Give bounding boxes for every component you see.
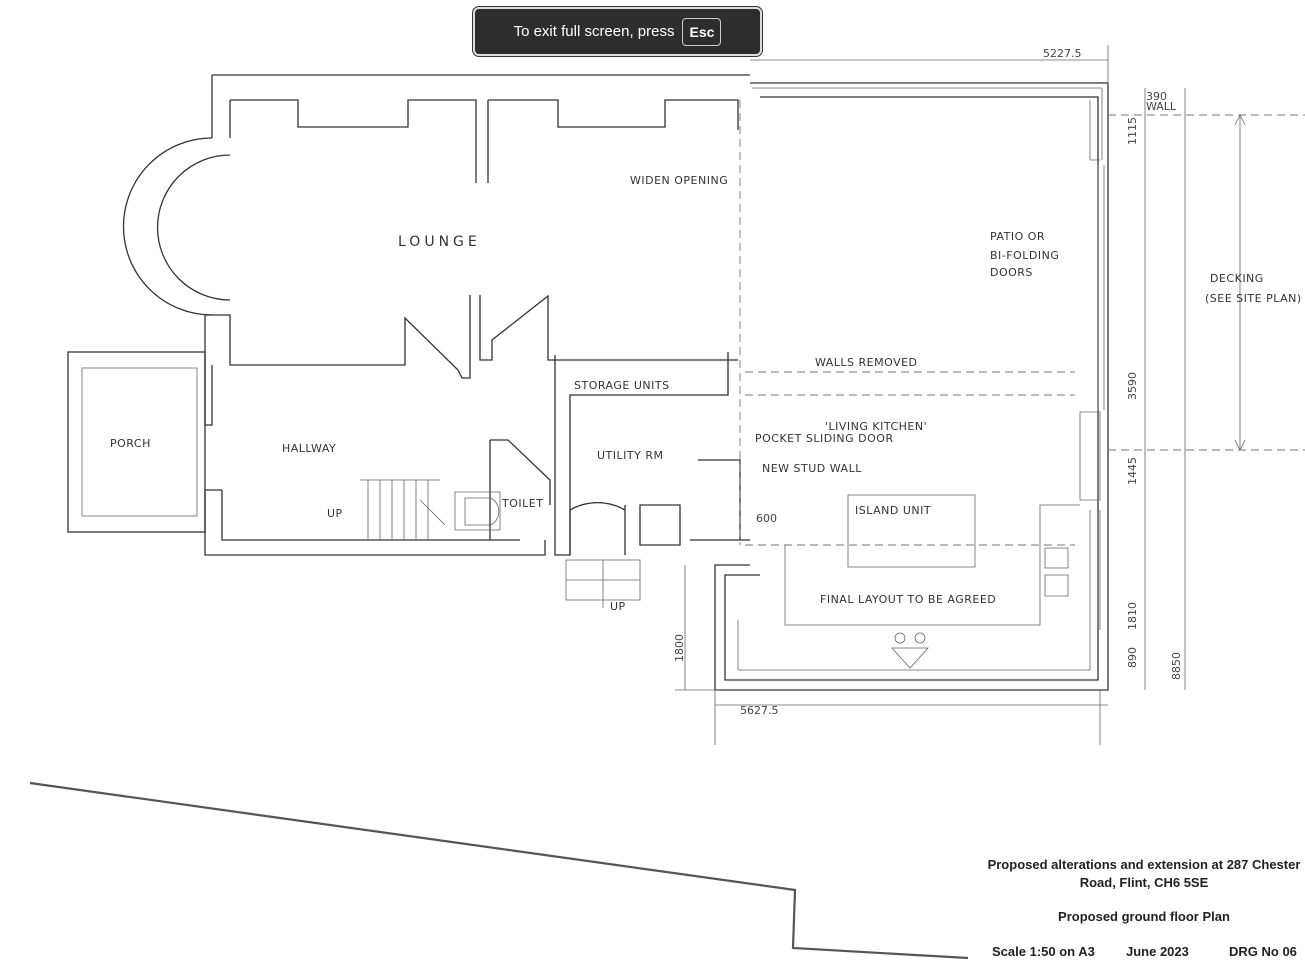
note-island-unit: ISLAND UNIT [855,504,931,517]
title-block-line2: Road, Flint, CH6 5SE [1079,875,1209,890]
note-new-stud-wall: NEW STUD WALL [762,462,862,475]
dim-wall-label: WALL [1146,100,1177,113]
dimension-lines [675,45,1246,745]
dim-3590: 3590 [1126,372,1139,400]
esc-key-badge: Esc [682,17,722,46]
room-label-lounge: LOUNGE [398,234,481,250]
fullscreen-exit-message: To exit full screen, press [513,23,675,40]
note-walls-removed: WALLS REMOVED [815,356,918,369]
dim-1810: 1810 [1126,602,1139,630]
dim-1445: 1445 [1126,457,1139,485]
drawing-scale: Scale 1:50 on A3 [992,944,1095,959]
room-label-toilet: TOILET [501,497,543,510]
note-final-layout: FINAL LAYOUT TO BE AGREED [820,593,996,606]
drawing-title: Proposed ground floor Plan [1058,909,1230,924]
room-label-porch: PORCH [110,437,151,450]
note-up-steps: UP [610,600,626,613]
title-block-line1: Proposed alterations and extension at 28… [987,857,1301,872]
porch-inner [81,367,198,517]
note-up-stairs: UP [327,507,343,520]
dim-8850: 8850 [1170,652,1183,680]
note-patio-line1: PATIO OR [990,230,1045,243]
note-patio-line3: DOORS [990,266,1033,279]
dim-wall: 390 [1146,90,1167,103]
note-storage-units: STORAGE UNITS [574,379,670,392]
site-boundary-line [29,781,969,960]
dim-top-width: 5227.5 [1043,47,1082,60]
utility-fittings [565,459,750,608]
existing-house-walls [122,74,750,556]
extension-walls [714,82,1109,691]
note-widen-opening: WIDEN OPENING [630,174,728,187]
dim-600: 600 [756,512,777,525]
porch-walls [67,351,206,533]
dim-bottom-width: 5627.5 [740,704,779,717]
removed-wall-lines [739,100,1305,546]
room-label-hallway: HALLWAY [282,442,336,455]
drawing-number: DRG No 06 [1229,944,1297,959]
note-pocket-door: POCKET SLIDING DOOR [755,432,894,445]
room-label-kitchen: 'LIVING KITCHEN' [825,420,927,433]
drawing-date: June 2023 [1126,944,1189,959]
room-label-utility: UTILITY RM [597,449,663,462]
note-decking-line2: (SEE SITE PLAN) [1205,292,1302,305]
note-decking-line1: DECKING [1210,272,1264,285]
dim-890: 890 [1126,647,1139,668]
fullscreen-exit-notice: To exit full screen, press Esc [472,6,763,57]
dim-1800: 1800 [673,634,686,662]
dim-1115: 1115 [1126,117,1139,145]
note-patio-line2: BI-FOLDING [990,249,1059,262]
